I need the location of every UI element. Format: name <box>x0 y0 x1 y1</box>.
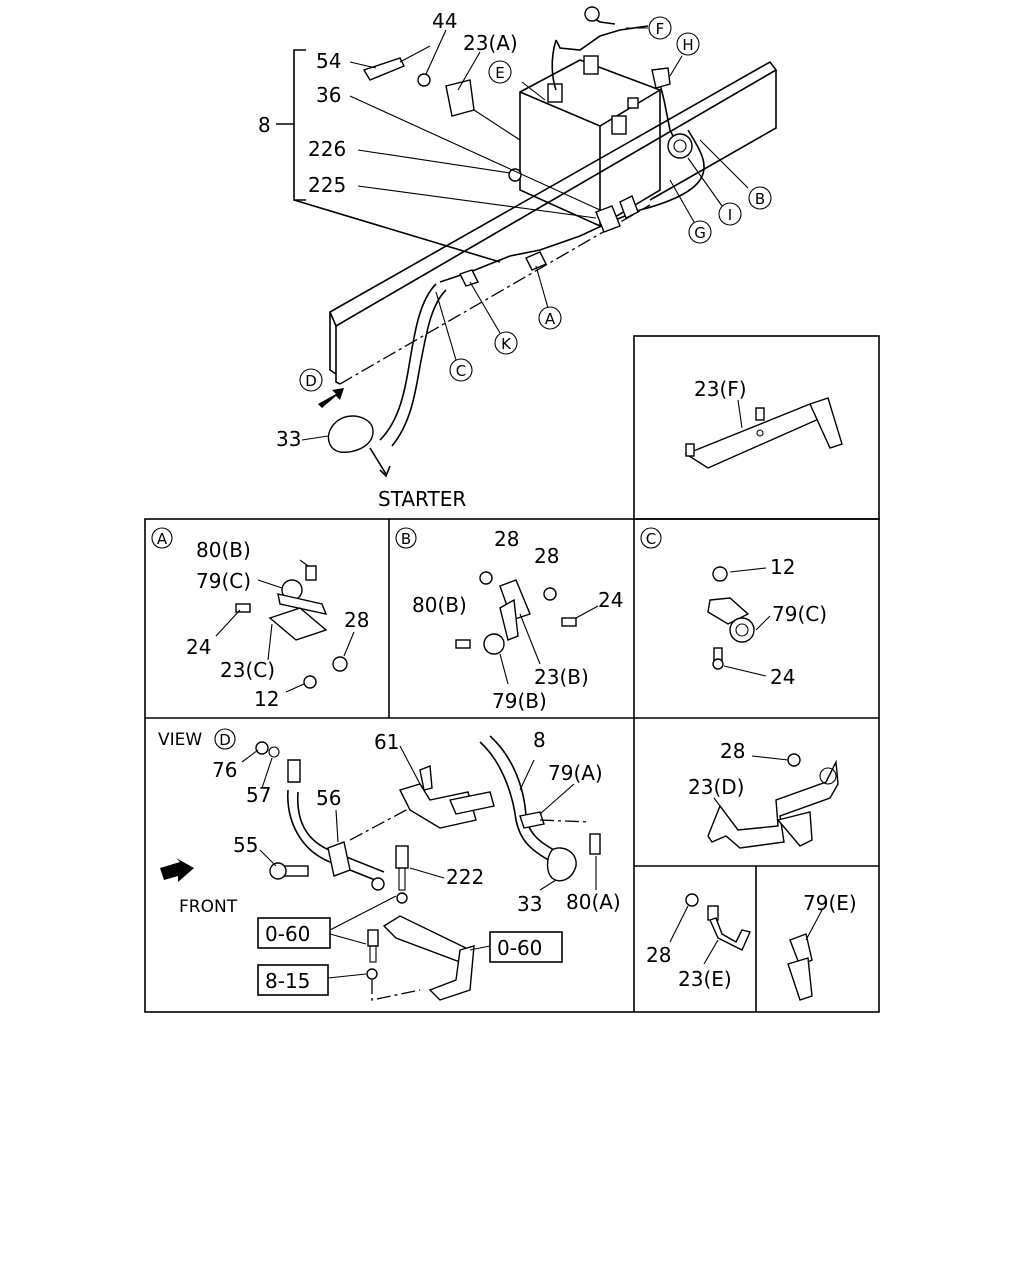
part-label: 80(B) <box>412 593 467 617</box>
part-label: 28 <box>344 608 369 632</box>
part-label: H <box>682 36 693 54</box>
view-d: VIEW D <box>158 728 621 1001</box>
part-label: 33 <box>517 892 542 916</box>
part-label: 56 <box>316 786 341 810</box>
callout-226: 226 <box>308 137 346 161</box>
circle-letter-k: K <box>494 331 518 355</box>
part-label: 28 <box>720 739 745 763</box>
panel-c: C 12 79(C) 24 <box>640 527 827 689</box>
circle-letter-h: H <box>676 32 700 56</box>
part-label: 28 <box>494 527 519 551</box>
panel-23f: 23(F) <box>684 377 843 469</box>
panel-b: B 28 28 80(B) 24 23(B) 79(B) <box>395 527 623 713</box>
part-label: B <box>401 530 411 548</box>
panel-23e: 28 23(E) <box>646 893 751 991</box>
callout-8: 8 <box>258 113 271 137</box>
circle-letter-f: F <box>648 16 672 40</box>
part-label: 55 <box>233 833 258 857</box>
part-label: 23(E) <box>678 967 732 991</box>
part-label: B <box>755 190 765 208</box>
circle-letter-g: G <box>688 220 712 244</box>
front-label: FRONT <box>179 897 238 917</box>
part-label: 57 <box>246 783 271 807</box>
part-label: D <box>219 731 231 749</box>
part-label: 24 <box>770 665 795 689</box>
part-label: A <box>545 310 556 328</box>
part-label: 28 <box>646 943 671 967</box>
panel-23d: 28 23(D) <box>688 739 839 849</box>
part-label: 80(A) <box>566 890 621 914</box>
part-label: C <box>646 530 656 548</box>
callout-54: 54 <box>316 49 341 73</box>
callout-225: 225 <box>308 173 346 197</box>
part-label: 79(C) <box>196 569 251 593</box>
panel-a: A 80(B) 79(C) 24 28 23(C) 12 <box>151 527 369 711</box>
callout-44: 44 <box>432 9 457 33</box>
panel-79e: 79(E) <box>787 891 857 1001</box>
part-label: 79(E) <box>803 891 857 915</box>
part-label: 24 <box>186 635 211 659</box>
circle-letter-d: D <box>299 368 323 392</box>
part-label: 8 <box>533 728 546 752</box>
circle-letter-c: C <box>449 358 473 382</box>
panel-grid <box>144 335 880 1013</box>
ref-box-0-60-left: 0-60 <box>265 922 310 946</box>
circle-letter-a: A <box>538 306 562 330</box>
part-label: 76 <box>212 758 237 782</box>
view-d-title: VIEW <box>158 730 202 750</box>
part-label: 79(B) <box>492 689 547 713</box>
part-label: C <box>456 362 466 380</box>
part-label: 12 <box>254 687 279 711</box>
circle-letter-e: E <box>488 60 512 84</box>
part-label: E <box>495 64 504 82</box>
bracket-8 <box>276 49 501 263</box>
callout-36: 36 <box>316 83 341 107</box>
part-label: 222 <box>446 865 484 889</box>
part-label: 28 <box>534 544 559 568</box>
main-illustration <box>318 6 778 478</box>
label-23f: 23(F) <box>694 377 747 401</box>
circle-letter-b: B <box>748 186 772 210</box>
ref-box-8-15: 8-15 <box>265 969 310 993</box>
starter-label: STARTER <box>378 487 466 511</box>
part-label: 12 <box>770 555 795 579</box>
part-label: 79(C) <box>772 602 827 626</box>
part-label: 80(B) <box>196 538 251 562</box>
part-label: 61 <box>374 730 399 754</box>
part-label: K <box>501 335 512 353</box>
part-label: 24 <box>598 588 623 612</box>
part-label: A <box>157 530 168 548</box>
callout-33: 33 <box>276 427 301 451</box>
part-label: 23(D) <box>688 775 744 799</box>
part-label: F <box>656 20 665 38</box>
part-label: 23(B) <box>534 665 589 689</box>
ref-box-0-60-right: 0-60 <box>497 936 542 960</box>
part-label: I <box>728 206 732 224</box>
main-leaders <box>301 27 749 441</box>
callout-23a: 23(A) <box>463 31 518 55</box>
part-label: D <box>305 372 317 390</box>
part-label: G <box>694 224 706 242</box>
circle-letter-i: I <box>718 202 742 226</box>
part-label: 23(C) <box>220 658 275 682</box>
part-label: 79(A) <box>548 761 603 785</box>
